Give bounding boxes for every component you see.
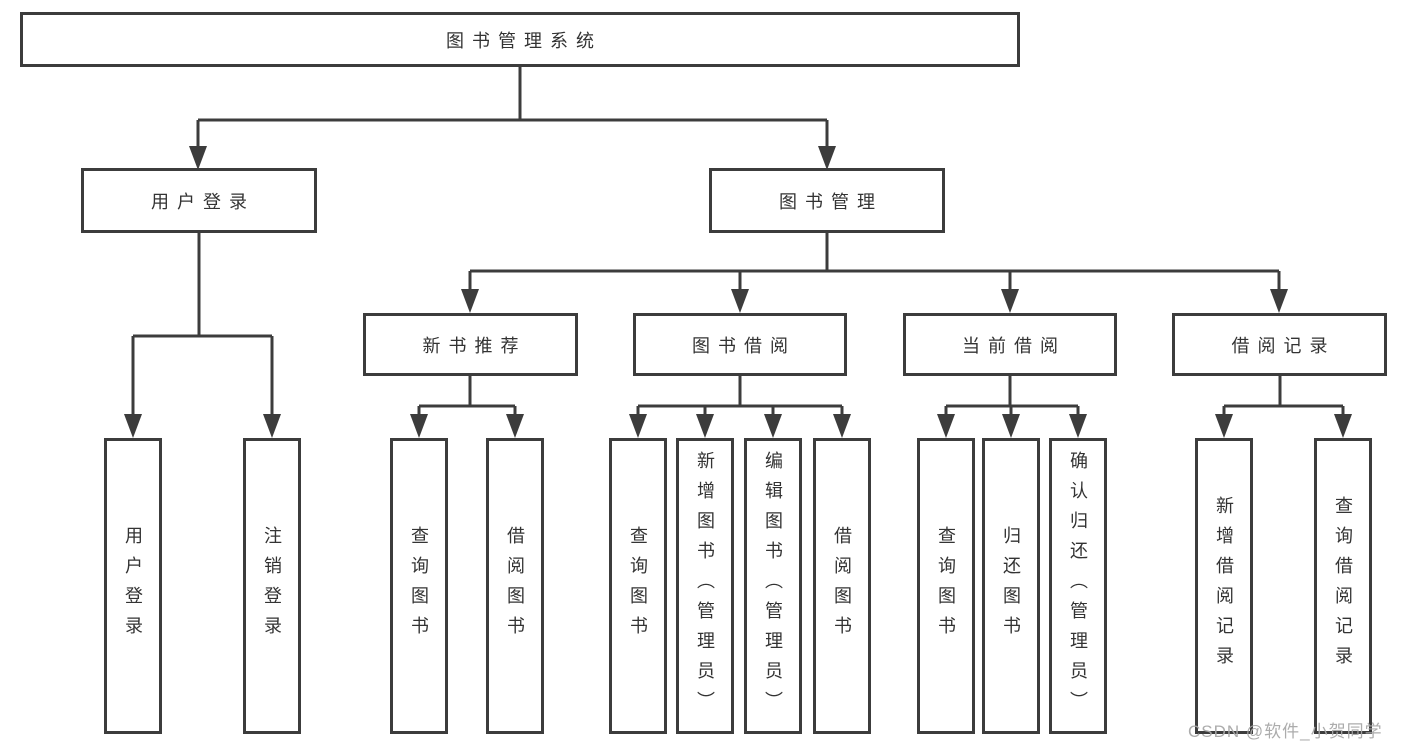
node-label: 注销登录 [262, 526, 282, 646]
arrow-down-icon [696, 414, 714, 438]
node-user-login: 用户登录 [81, 168, 317, 233]
leaf-query-borrow-record: 查询借阅记录 [1314, 438, 1372, 734]
leaf-edit-books-admin: 编辑图书（管理员） [744, 438, 802, 734]
arrow-down-icon [629, 414, 647, 438]
node-book-borrowing: 图书借阅 [633, 313, 847, 376]
node-label: 图书借阅 [692, 335, 796, 356]
node-label: 图书管理 [779, 191, 883, 212]
node-label: 当前借阅 [962, 335, 1066, 356]
connector-borrow-record-split [1222, 376, 1345, 414]
leaf-confirm-return-admin: 确认归还（管理员） [1049, 438, 1107, 734]
leaf-query-books-current: 查询图书 [917, 438, 975, 734]
node-book-management: 图书管理 [709, 168, 945, 233]
leaf-query-books-recommend: 查询图书 [390, 438, 448, 734]
node-label: 图书管理系统 [446, 30, 602, 51]
node-label: 查询图书 [936, 526, 956, 646]
arrow-down-icon [506, 414, 524, 438]
node-label: 新增图书（管理员） [695, 451, 715, 721]
arrow-down-icon [731, 289, 749, 313]
arrow-down-icon [461, 289, 479, 313]
arrow-down-icon [124, 414, 142, 438]
leaf-add-books-admin: 新增图书（管理员） [676, 438, 734, 734]
leaf-return-books: 归还图书 [982, 438, 1040, 734]
connector-user-login-split [131, 233, 274, 414]
arrow-down-icon [833, 414, 851, 438]
node-label: 归还图书 [1001, 526, 1021, 646]
arrow-down-icon [263, 414, 281, 438]
node-label: 借阅图书 [505, 526, 525, 646]
arrow-down-icon [1001, 289, 1019, 313]
leaf-query-books-borrowing: 查询图书 [609, 438, 667, 734]
connector-current-borrow-split [944, 376, 1080, 414]
leaf-borrow-books-recommend: 借阅图书 [486, 438, 544, 734]
arrow-down-icon [818, 146, 836, 170]
arrow-down-icon [937, 414, 955, 438]
node-label: 编辑图书（管理员） [763, 451, 783, 721]
arrow-down-icon [1002, 414, 1020, 438]
node-label: 查询图书 [409, 526, 429, 646]
node-label: 用户登录 [123, 526, 143, 646]
arrow-down-icon [1334, 414, 1352, 438]
connector-book-borrow-split [636, 376, 844, 414]
arrow-down-icon [410, 414, 428, 438]
node-label: 查询借阅记录 [1333, 496, 1353, 676]
watermark-csdn: CSDN @软件_小贺同学 [1188, 722, 1383, 741]
leaf-add-borrow-record: 新增借阅记录 [1195, 438, 1253, 734]
arrow-down-icon [1215, 414, 1233, 438]
node-label: 查询图书 [628, 526, 648, 646]
node-label: 确认归还（管理员） [1068, 451, 1088, 721]
node-new-book-recommendation: 新书推荐 [363, 313, 578, 376]
node-current-borrowing: 当前借阅 [903, 313, 1117, 376]
arrow-down-icon [189, 146, 207, 170]
leaf-borrow-books-borrowing: 借阅图书 [813, 438, 871, 734]
connector-book-management-split [468, 233, 1281, 289]
node-borrowing-records: 借阅记录 [1172, 313, 1387, 376]
connector-root-to-level2 [196, 67, 829, 146]
node-label: 借阅记录 [1231, 335, 1336, 356]
node-label: 用户登录 [151, 191, 255, 212]
leaf-user-login: 用户登录 [104, 438, 162, 734]
node-library-management-system: 图书管理系统 [20, 12, 1020, 67]
arrow-down-icon [764, 414, 782, 438]
leaf-logout: 注销登录 [243, 438, 301, 734]
node-label: 新增借阅记录 [1214, 496, 1234, 676]
arrow-down-icon [1069, 414, 1087, 438]
arrow-down-icon [1270, 289, 1288, 313]
node-label: 新书推荐 [422, 335, 527, 356]
node-label: 借阅图书 [832, 526, 852, 646]
connector-new-book-split [417, 376, 517, 414]
